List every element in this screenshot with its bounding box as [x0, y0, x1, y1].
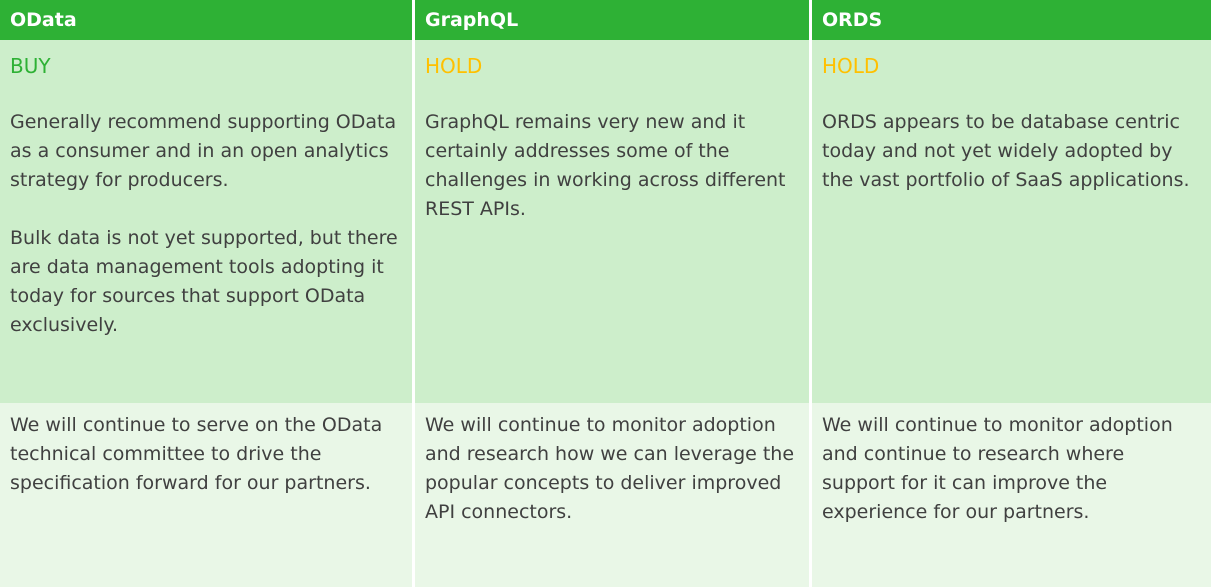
- body-cell-graphql: HOLD GraphQL remains very new and it cer…: [415, 40, 809, 403]
- footer-cell-ords: We will continue to monitor adoption and…: [812, 403, 1211, 587]
- footer-cell-odata: We will continue to serve on the OData t…: [0, 403, 412, 587]
- column-header-label: ORDS: [822, 9, 883, 31]
- body-cell-ords: HOLD ORDS appears to be database centric…: [812, 40, 1211, 403]
- column-header-ords: ORDS: [812, 0, 1211, 40]
- body-cell-odata: BUY Generally recommend supporting OData…: [0, 40, 412, 403]
- rating-badge: HOLD: [425, 54, 483, 78]
- body-paragraph: Generally recommend supporting OData as …: [10, 111, 397, 191]
- column-header-odata: OData: [0, 0, 412, 40]
- body-paragraph: GraphQL remains very new and it certainl…: [425, 111, 786, 220]
- footer-text: We will continue to serve on the OData t…: [10, 414, 383, 494]
- body-paragraph: ORDS appears to be database centric toda…: [822, 111, 1190, 191]
- footer-text: We will continue to monitor adoption and…: [425, 414, 795, 523]
- column-header-label: GraphQL: [425, 9, 519, 31]
- footer-text: We will continue to monitor adoption and…: [822, 414, 1173, 523]
- footer-cell-graphql: We will continue to monitor adoption and…: [415, 403, 809, 587]
- body-paragraph: Bulk data is not yet supported, but ther…: [10, 227, 398, 336]
- rating-badge: HOLD: [822, 54, 880, 78]
- column-header-label: OData: [10, 9, 77, 31]
- rating-badge: BUY: [10, 54, 51, 78]
- column-header-graphql: GraphQL: [415, 0, 809, 40]
